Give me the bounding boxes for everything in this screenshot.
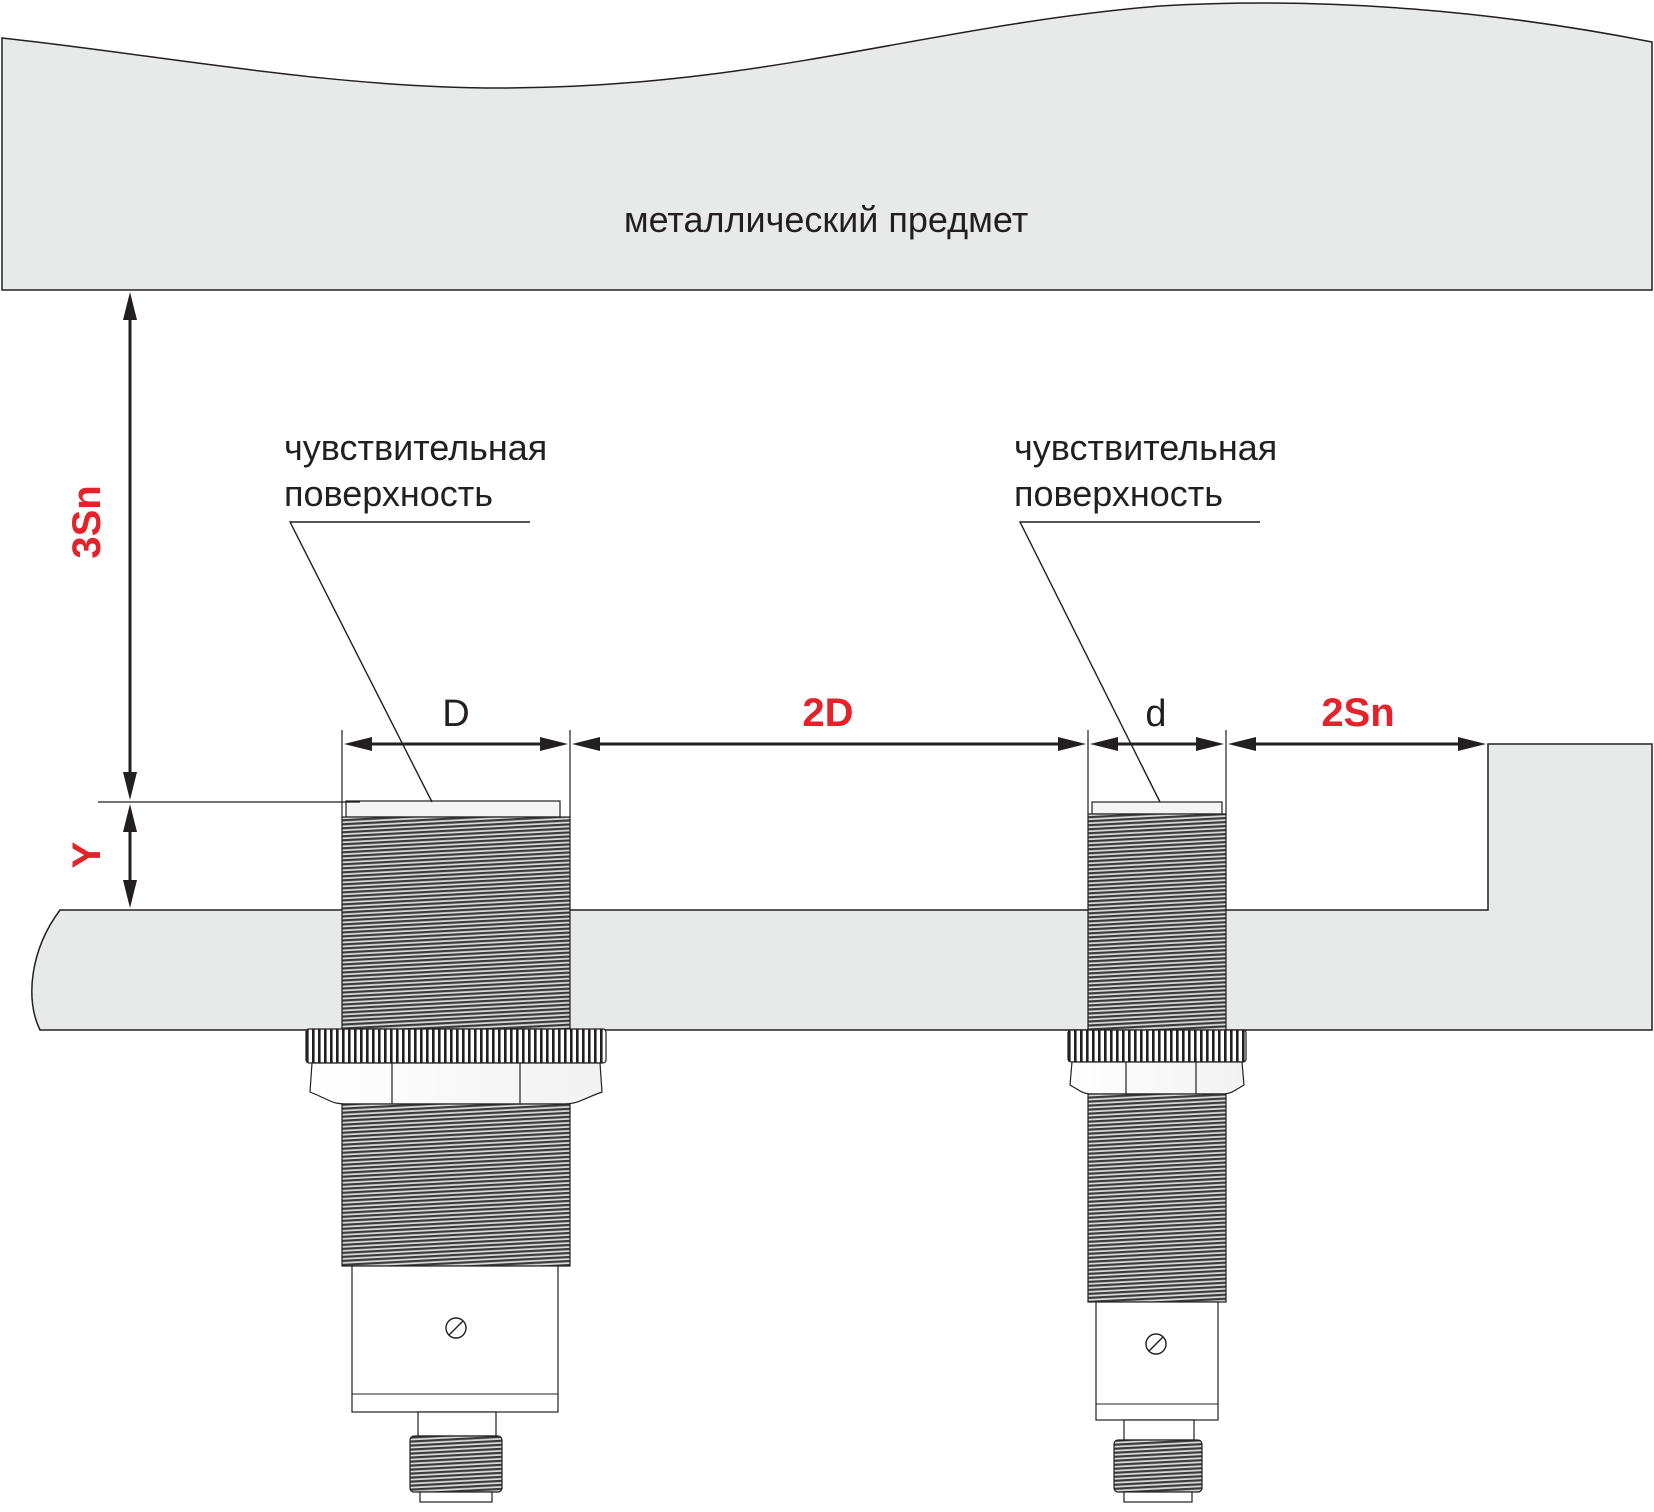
dim-label-protrusion: Y — [65, 841, 109, 868]
leader-lines — [288, 521, 1260, 803]
large-sensor — [305, 800, 607, 1503]
object-label: металлический предмет — [624, 199, 1028, 240]
dim-label-big-diameter: D — [442, 693, 469, 735]
small-sensor-knurl-ring — [1067, 1029, 1247, 1063]
large-sensor-face — [345, 800, 561, 818]
large-sensor-nut — [309, 1062, 603, 1105]
small-sensor-connector-neck — [1123, 1419, 1195, 1441]
large-sensor-housing — [351, 1265, 559, 1413]
sensing-surface-label-right-line1: чувствительная — [1014, 427, 1277, 468]
dimension-lines — [98, 292, 1486, 908]
small-sensor — [1067, 801, 1247, 1503]
sensing-surface-label-right-line2: поверхность — [1014, 473, 1223, 514]
dim-label-spacing: 2D — [802, 691, 853, 735]
small-sensor-thread-lower — [1087, 1093, 1227, 1303]
large-sensor-adjust-screw-icon — [445, 1317, 467, 1339]
small-sensor-thread-upper — [1087, 813, 1227, 1031]
dim-label-small-diameter: d — [1145, 693, 1166, 735]
dim-label-object-distance: 3Sn — [65, 485, 109, 558]
metal-object — [1, 2, 1653, 291]
small-sensor-face — [1091, 801, 1223, 815]
dim-label-side-clearance: 2Sn — [1321, 691, 1394, 735]
sensing-surface-label-left-line2: поверхность — [284, 473, 493, 514]
small-sensor-housing — [1095, 1301, 1219, 1421]
sensing-surface-label-left-line1: чувствительная — [284, 427, 547, 468]
large-sensor-connector-neck — [417, 1411, 497, 1437]
large-sensor-thread-upper — [341, 816, 571, 1030]
small-sensor-nut — [1069, 1061, 1245, 1095]
small-sensor-connector — [1113, 1439, 1203, 1493]
large-sensor-thread-lower — [341, 1103, 571, 1267]
small-sensor-adjust-screw-icon — [1145, 1333, 1167, 1355]
mounting-plate — [31, 743, 1653, 1031]
large-sensor-connector — [409, 1435, 503, 1493]
large-sensor-knurl-ring — [305, 1028, 607, 1064]
